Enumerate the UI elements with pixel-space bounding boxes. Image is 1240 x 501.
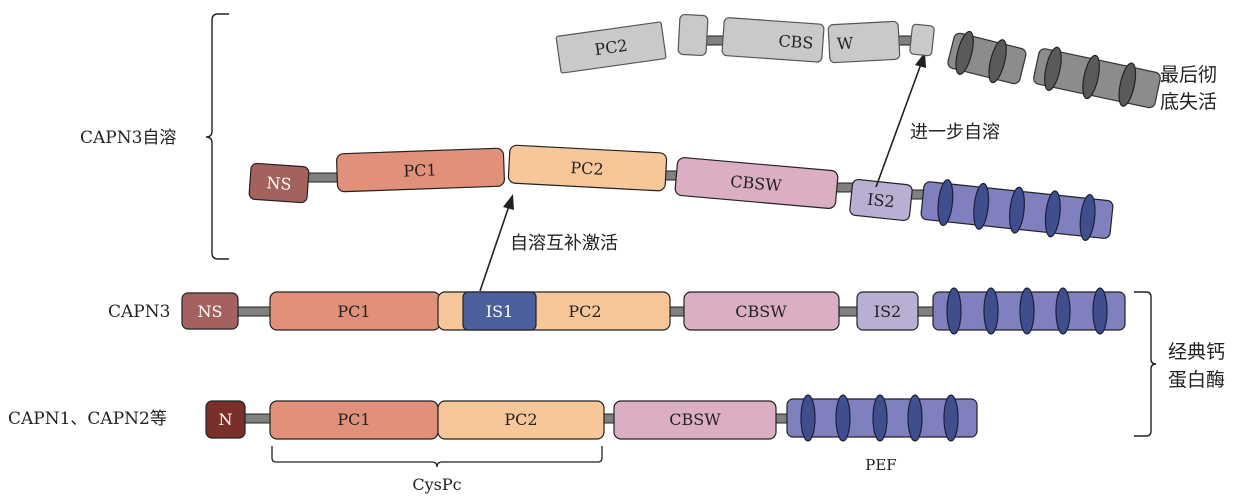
domain-pc1 <box>336 147 505 193</box>
domain-pc2-label: PC2 <box>568 302 601 321</box>
domain-is2 <box>849 178 913 222</box>
domain-pc2-label: PC2 <box>570 158 604 179</box>
pef-ef-hands <box>946 287 1108 335</box>
label-final-inactivation-2: 底失活 <box>1160 91 1217 113</box>
ef-hand-ellipse <box>1118 62 1137 107</box>
domain-pc2 <box>437 400 605 440</box>
row-final-degradation: 进一步自溶 PC2 CBS W 最后彻 底失活 <box>555 13 1217 188</box>
label-mutual-activation: 自溶互补激活 <box>510 233 618 254</box>
domain-ns-label: NS <box>198 302 223 321</box>
ef-hand-ellipse <box>937 179 954 227</box>
label-final-inactivation-1: 最后彻 <box>1160 64 1217 86</box>
ef-hand-ellipse <box>988 39 1007 84</box>
domain-pc2 <box>507 144 668 192</box>
ef-hand-ellipse <box>1055 287 1071 335</box>
fragment-pef-a <box>947 30 1027 85</box>
ef-hand-ellipse <box>1044 46 1062 92</box>
domain-pc1-label: PC1 <box>403 160 437 180</box>
ef-hand-ellipse <box>983 287 999 335</box>
domain-cbsw <box>683 291 840 331</box>
domain-n <box>205 400 246 439</box>
fragment-cbsw-a-label: CBS <box>778 31 814 52</box>
classic-calpain-bracket-group: 经典钙 蛋白酶 <box>1134 291 1225 437</box>
capn3-autolysis-bracket <box>205 13 229 260</box>
domain-cbsw-label: CBSW <box>669 410 721 429</box>
domain-n-label: N <box>219 410 233 429</box>
ef-hand-ellipse <box>946 287 962 335</box>
cyspc-bracket <box>271 446 603 468</box>
fragment-linker-piece <box>677 13 709 57</box>
label-further-autolysis: 进一步自溶 <box>910 122 1000 143</box>
ef-hand-ellipse <box>943 394 959 442</box>
arrowhead <box>915 52 926 68</box>
domain-ns <box>181 292 239 330</box>
row-capn3: CAPN3 NS PC1 PC2 IS1 CBSW IS2 <box>108 287 1126 335</box>
ef-hand-ellipse <box>955 30 974 75</box>
arrow-mutual-activation <box>479 205 510 292</box>
domain-pc1-label: PC1 <box>337 410 370 429</box>
label-classic-calpain-1: 经典钙 <box>1168 341 1225 363</box>
domain-ns <box>248 162 310 204</box>
domain-is2-label: IS2 <box>866 190 895 212</box>
domain-cbsw <box>674 157 839 210</box>
fragment-pc2 <box>555 21 667 74</box>
domain-cbsw <box>613 400 777 440</box>
ef-hand-ellipse <box>973 182 990 230</box>
ef-hand-ellipse <box>1082 54 1100 100</box>
domain-ns-label: NS <box>266 173 292 194</box>
ef-hand-ellipse <box>872 394 888 442</box>
ef-hand-ellipse <box>1019 287 1035 335</box>
domain-is1 <box>462 291 537 331</box>
label-cyspc: CysPc <box>412 475 461 494</box>
pef-ef-hands <box>937 179 1096 242</box>
ef-hand-ellipse <box>1092 287 1108 335</box>
linker <box>233 306 275 317</box>
domain-cbsw-label: CBSW <box>735 302 787 321</box>
fragment-cbsw-b-label: W <box>836 34 854 54</box>
row-capn3-autolysis: CAPN3自溶 NS PC1 PC2 CBSW IS2 <box>80 13 1114 292</box>
fragment-pef-b <box>1033 46 1161 109</box>
ef-hand-ellipse <box>907 394 923 442</box>
fragment-cbsw-b <box>827 20 901 64</box>
domain-cbsw-label: CBSW <box>730 172 783 195</box>
ef-hand-ellipse <box>835 394 851 442</box>
label-capn3-autolysis: CAPN3自溶 <box>80 128 176 148</box>
domain-pc1-label: PC1 <box>337 302 370 321</box>
domain-is1-label: IS1 <box>486 302 513 321</box>
label-capn12: CAPN1、CAPN2等 <box>8 409 167 429</box>
domain-is2-label: IS2 <box>874 302 901 321</box>
row-capn12: CAPN1、CAPN2等 N PC1 PC2 CBSW PEF CysPc <box>8 394 978 494</box>
classic-calpain-bracket <box>1134 291 1157 437</box>
arrowhead <box>503 194 514 210</box>
arrow-further-autolysis <box>875 63 922 188</box>
fragment-pc2-label: PC2 <box>593 36 629 59</box>
domain-pc2-label: PC2 <box>504 410 537 429</box>
label-capn3: CAPN3 <box>108 302 170 322</box>
ef-hand-ellipse <box>1079 194 1096 242</box>
fragment-is2-remnant <box>909 23 935 57</box>
pef-ef-hands <box>800 394 959 442</box>
label-classic-calpain-2: 蛋白酶 <box>1168 369 1225 391</box>
label-pef: PEF <box>865 456 896 474</box>
domain-is2 <box>856 291 919 331</box>
fragment-cbsw-a <box>721 17 825 63</box>
ef-hand-ellipse <box>1009 186 1025 234</box>
ef-hand-ellipse <box>1044 190 1061 238</box>
ef-hand-ellipse <box>800 394 816 442</box>
